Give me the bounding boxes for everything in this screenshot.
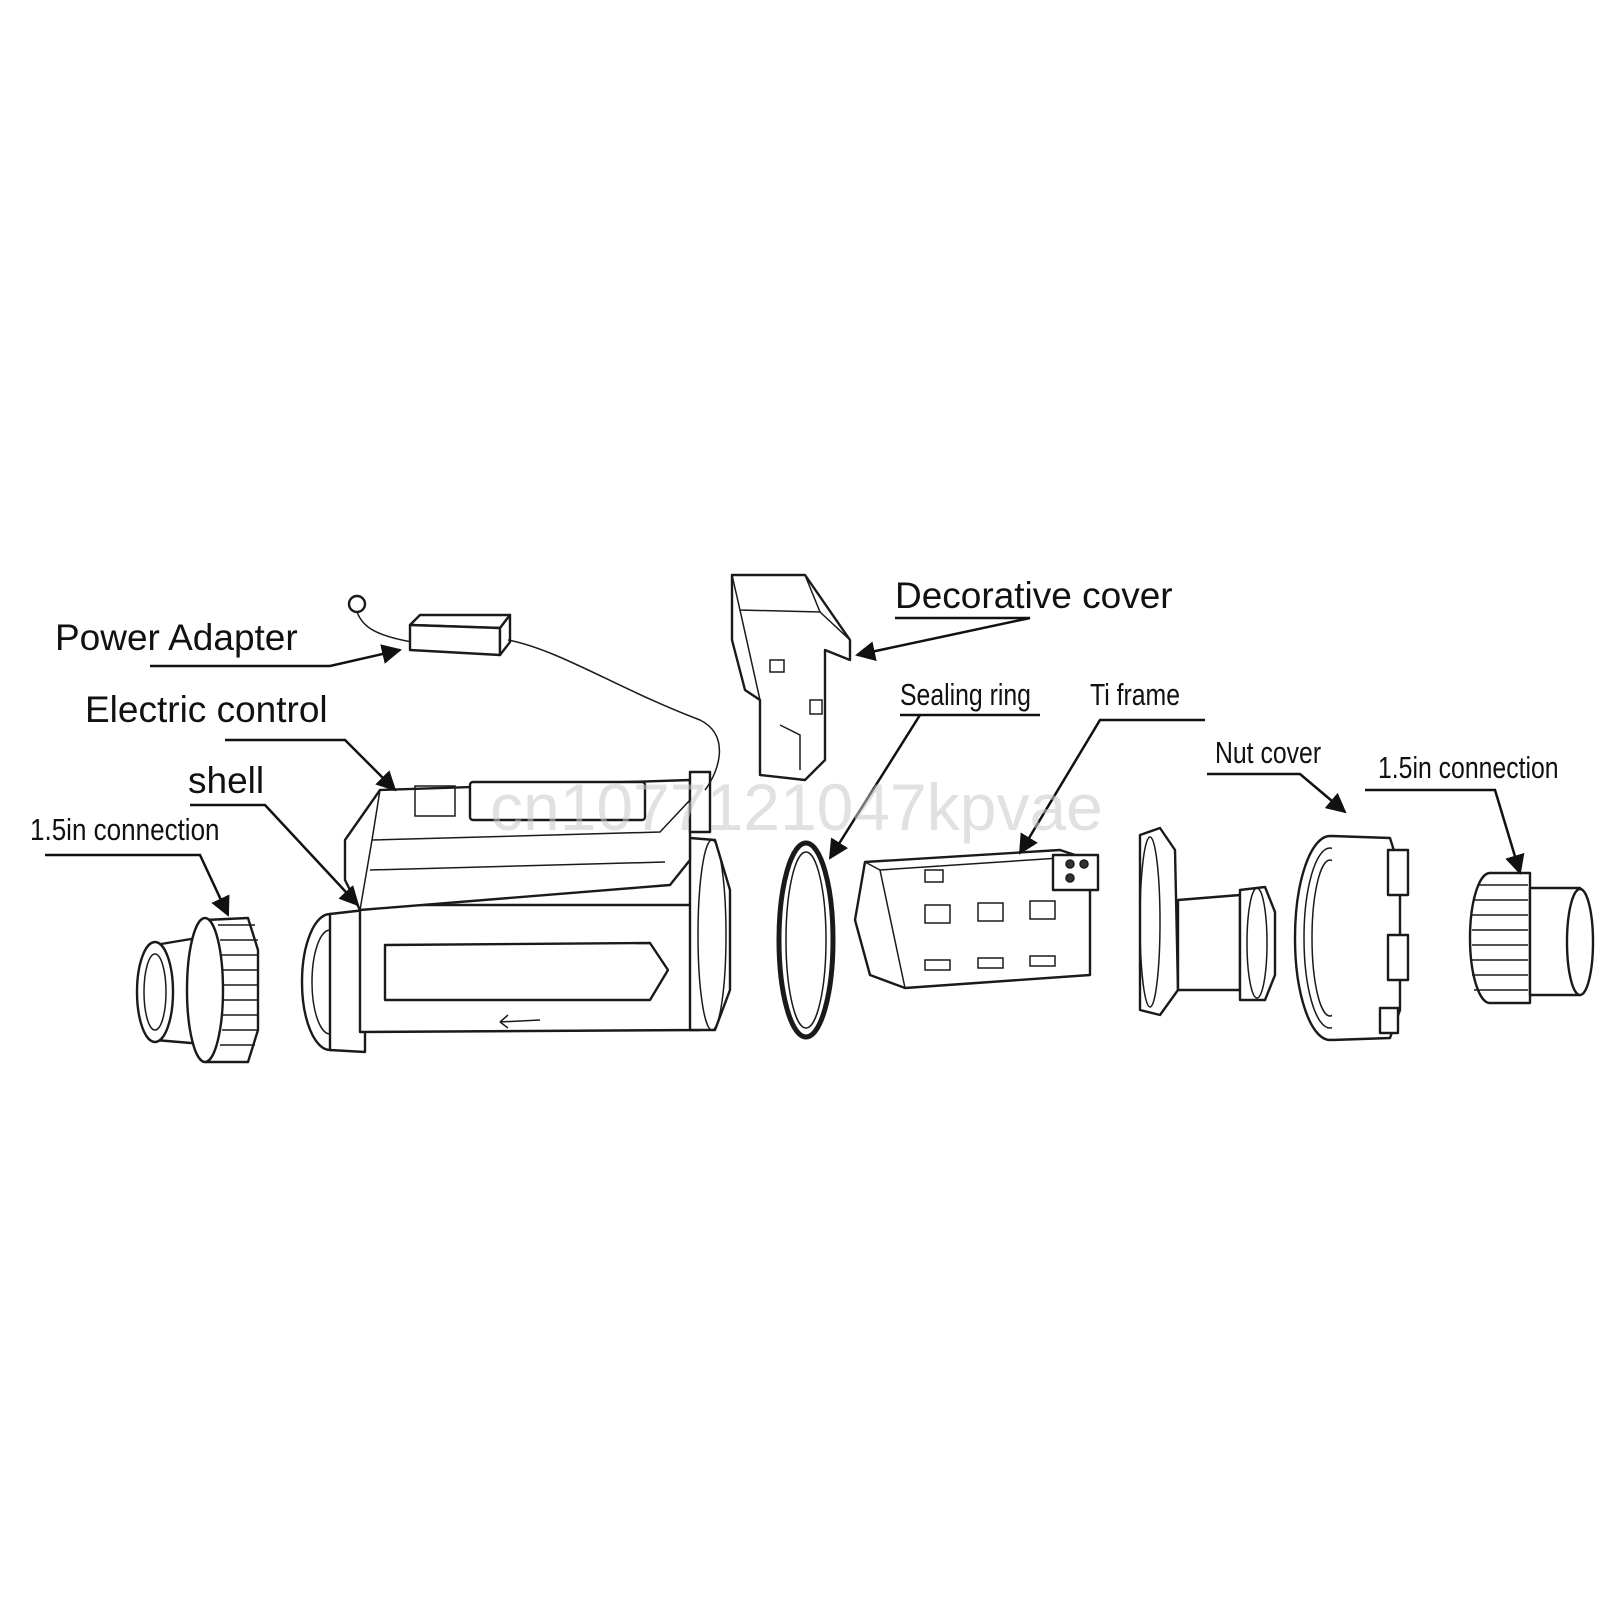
decorative-cover-part [730, 573, 852, 782]
leader-lines [45, 616, 1525, 917]
label-power-adapter: Power Adapter [55, 617, 298, 658]
left-connection-part [135, 916, 260, 1064]
label-shell: shell [188, 760, 264, 801]
sealing-ring-part [776, 840, 836, 1040]
label-electric-control: Electric control [85, 689, 328, 730]
label-decorative-cover: Decorative cover [895, 575, 1173, 616]
nut-cover-part [1293, 834, 1410, 1042]
right-connection-part [1468, 871, 1595, 1005]
label-connection-left: 1.5in connection [30, 813, 220, 848]
power-adapter-part [347, 594, 721, 791]
label-nut-cover: Nut cover [1215, 735, 1321, 769]
ti-frame-part [853, 826, 1277, 1017]
label-connection-right: 1.5in connection [1378, 750, 1559, 784]
main-housing-part [300, 770, 732, 1054]
label-ti-frame: Ti frame [1090, 677, 1180, 711]
label-sealing-ring: Sealing ring [900, 677, 1031, 711]
watermark-text: cn1077121047kpvae [490, 770, 1103, 844]
